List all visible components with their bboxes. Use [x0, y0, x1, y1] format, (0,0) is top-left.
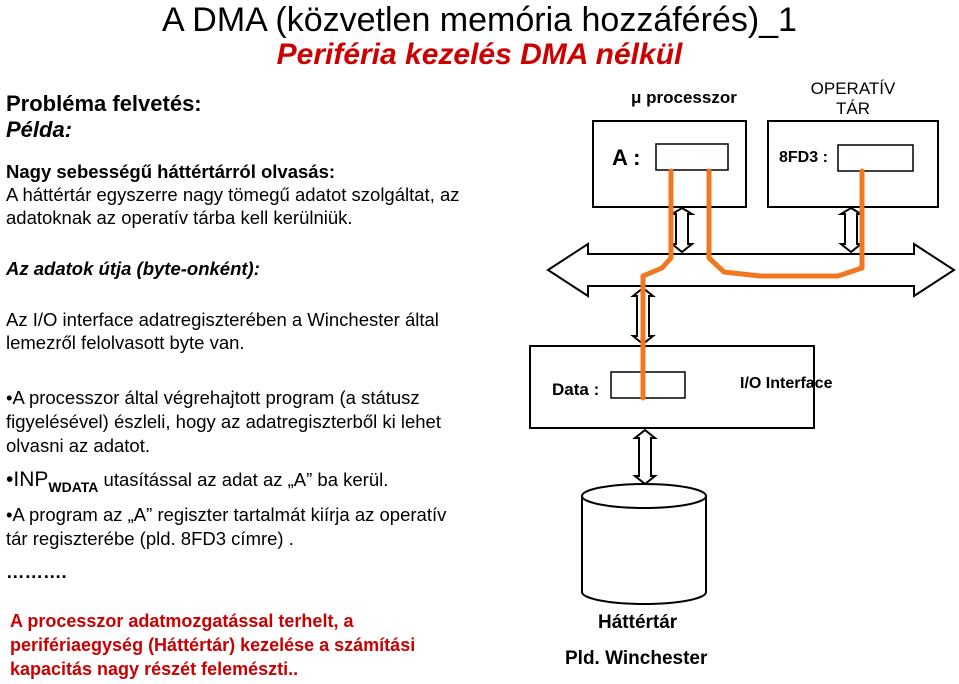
system-bus	[546, 242, 956, 298]
bullet-2-subscript: WDATA	[48, 479, 99, 495]
conclusion-line-2: perifériaegység (Háttértár) kezelése a s…	[10, 635, 416, 655]
bullet-1-line-2: figyelésével) észleli, hogy az adatregis…	[6, 411, 441, 432]
ellipsis: ……….	[6, 561, 67, 582]
bullet-1-line-1: •A processzor által végrehajtott program…	[6, 387, 420, 408]
memory-bus-connector	[837, 206, 865, 254]
data-register	[610, 371, 686, 399]
io-disk-connector	[632, 428, 658, 486]
read-line-1: A háttértár egyszerre nagy tömegű adatot…	[6, 184, 460, 205]
path-heading: Az adatok útja (byte-onként):	[6, 258, 260, 279]
data-register-label: Data :	[552, 380, 600, 399]
page-title: A DMA (közvetlen memória hozzáférés)_1	[162, 1, 797, 39]
disk-sub-label: Pld. Winchester	[565, 648, 708, 669]
disk-label: Háttértár	[598, 612, 678, 633]
register-a-label: A :	[612, 145, 641, 170]
memory-register	[837, 144, 914, 172]
read-heading: Nagy sebességű háttértárról olvasás:	[6, 161, 336, 182]
bullet-3-line-1: •A program az „A” regiszter tartalmát ki…	[6, 504, 447, 525]
conclusion-line-1: A processzor adatmozgatással terhelt, a	[10, 611, 354, 631]
io-interface-label: I/O Interface	[740, 375, 833, 392]
disk-cylinder	[581, 483, 707, 605]
bullet-2: •INPWDATA utasítással az adat az „A” ba …	[6, 468, 389, 495]
memory-label-1: OPERATÍV	[810, 79, 896, 98]
register-a	[655, 143, 729, 171]
cpu-bus-connector	[668, 206, 696, 254]
read-line-2: adatoknak az operatív tárba kell kerülni…	[6, 207, 353, 228]
memory-label-2: TÁR	[836, 99, 870, 118]
example-label: Példa:	[6, 117, 73, 142]
conclusion-line-3: kapacitás nagy részét felemészti..	[10, 659, 299, 679]
bullet-1-line-3: olvasni az adatot.	[6, 435, 150, 456]
io-line-1: Az I/O interface adatregiszterében a Win…	[6, 309, 439, 330]
cpu-label: μ processzor	[631, 88, 737, 107]
memory-address-label: 8FD3 :	[779, 149, 828, 166]
problem-label: Probléma felvetés:	[6, 91, 202, 116]
data-path-io-to-cpu	[640, 168, 674, 401]
data-path-cpu-to-memory	[706, 168, 865, 279]
io-line-2: lemezről felolvasott byte van.	[6, 332, 245, 353]
page-subtitle: Periféria kezelés DMA nélkül	[276, 38, 683, 71]
bullet-3-line-2: tár regiszterébe (pld. 8FD3 címre) .	[6, 528, 294, 549]
